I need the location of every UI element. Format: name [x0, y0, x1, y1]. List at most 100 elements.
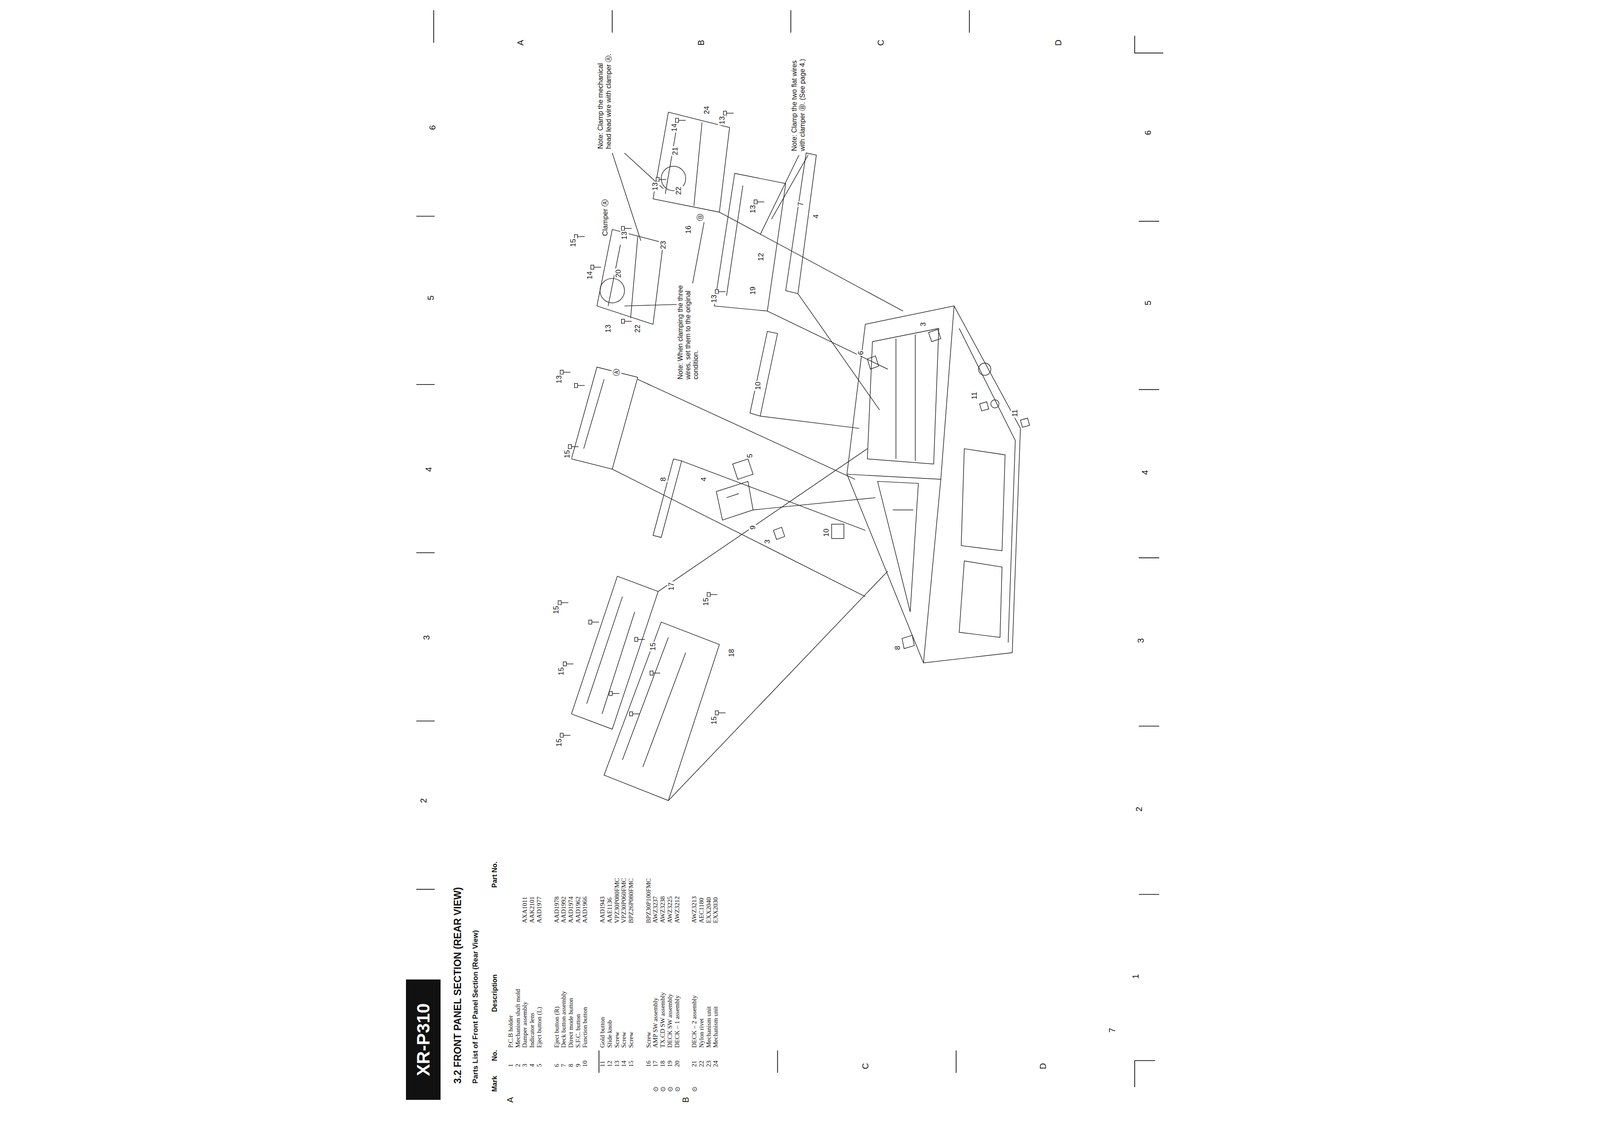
column-header: No.: [490, 1050, 499, 1062]
callout-number: 13: [748, 204, 758, 215]
model-badge: XR-P310: [405, 979, 441, 1101]
grid-reference: 2: [418, 798, 429, 804]
part-code: AAD1974: [567, 896, 575, 924]
part-code: VPZ30P060FMC: [620, 878, 628, 924]
part-number-index: 3: [521, 1064, 529, 1068]
part-description: Screw: [613, 1031, 621, 1049]
callout-number: 15: [554, 738, 564, 748]
part-code: BPZ26P080FMC: [627, 878, 635, 924]
part-number-index: 24: [712, 1060, 720, 1068]
mark-symbol: ⊙: [651, 1086, 660, 1092]
part-code: AAD1978: [553, 896, 561, 924]
part-number-index: 13: [613, 1060, 621, 1068]
callout-number: 15: [648, 642, 658, 652]
grid-reference: 6: [1143, 130, 1154, 135]
callout-number: 15: [551, 605, 561, 616]
part-number-index: 2: [514, 1064, 522, 1068]
part-number-index: 11: [598, 1061, 607, 1068]
callout-number: 15: [709, 715, 719, 726]
grid-reference: 4: [1139, 470, 1150, 475]
part-code: EXX2030: [712, 897, 720, 924]
part-description: Mechanism shaft mold: [514, 989, 522, 1048]
column-header: Mark: [490, 1075, 499, 1092]
part-number-index: 7: [560, 1064, 568, 1068]
grid-reference: 3: [421, 635, 432, 640]
callout-number: 19: [748, 286, 758, 296]
grid-reference: D: [1037, 1063, 1048, 1070]
part-code: AAK2101: [528, 896, 536, 924]
mark-symbol: ⊙: [659, 1086, 667, 1092]
callout-number: 15: [563, 449, 572, 459]
screws: [557, 110, 765, 738]
part-number-index: 9: [574, 1064, 582, 1068]
grid-reference: 2: [1133, 806, 1144, 812]
part-code: AWZ3238: [659, 896, 667, 924]
grid-reference: 6: [427, 125, 438, 130]
part-description: AMP SW assembly: [651, 997, 660, 1049]
part-code: AWZ3225: [666, 896, 674, 924]
part-number-index: 5: [535, 1064, 544, 1068]
part-code: VPZ30P080FMC: [613, 878, 621, 924]
assembly-note: Note: When clamping the three wires, set…: [676, 283, 700, 380]
part-number-index: 6: [553, 1064, 561, 1068]
callout-number: 4: [811, 213, 821, 219]
section-title: 3.2 FRONT PANEL SECTION (REAR VIEW): [452, 887, 464, 1084]
callout-number: 4: [699, 476, 709, 483]
callout-number: 13: [620, 230, 629, 241]
callout-number: 13: [709, 294, 719, 304]
part-number-index: 12: [606, 1060, 614, 1068]
callout-number: Ⓐ: [611, 367, 622, 377]
part-code: BPZ30P100FMC: [645, 878, 653, 924]
part-description: P.C.B holder: [507, 1015, 515, 1049]
part-code: AAD1966: [581, 896, 589, 924]
part-description: Screw: [620, 1031, 628, 1049]
grid-reference: D: [1053, 39, 1063, 46]
callout-number: 14: [670, 122, 679, 133]
callout-number: 11: [970, 391, 979, 401]
callout-number: 17: [667, 581, 676, 592]
part-description: Indicator lens: [528, 1013, 536, 1049]
assembly-note: Note: Clamp the two flat wires with clam…: [790, 55, 808, 152]
part-description: Damper assembly: [521, 1001, 529, 1049]
part-description: S.F.C. button: [574, 1014, 582, 1049]
part-description: DECK SW assembly: [666, 993, 674, 1048]
callout-number: 8: [659, 476, 668, 483]
part-code: AAD1977: [535, 896, 544, 924]
callout-number: Ⓑ: [694, 213, 705, 222]
part-number-index: 21: [690, 1060, 698, 1068]
list-subtitle: Parts List of Front Panel Section (Rear …: [471, 930, 480, 1084]
part-description: Gold button: [598, 1017, 607, 1049]
part-code: AWZ3213: [690, 896, 698, 924]
callout-number: 22: [633, 323, 643, 334]
callout-number: 24: [702, 105, 712, 116]
callout-number: 21: [671, 145, 680, 156]
part-description: Direct mode button: [567, 998, 575, 1049]
part-code: AAD1962: [574, 896, 582, 924]
part-number-index: 16: [645, 1060, 653, 1068]
grid-reference: 4: [423, 467, 434, 472]
part-number-index: 8: [567, 1064, 575, 1068]
callout-number: 10: [753, 380, 763, 391]
part-description: Function button: [581, 1007, 589, 1048]
part-description: Deck button assembly: [560, 991, 568, 1049]
grid-reference: A: [515, 40, 526, 46]
grid-reference: 7: [1107, 1028, 1118, 1034]
callout-number: 6: [856, 350, 866, 356]
part-number-index: 23: [705, 1060, 713, 1068]
part-number-index: 19: [666, 1060, 674, 1068]
part-code: AAD1992: [560, 896, 568, 924]
callout-number: 23: [659, 239, 668, 250]
parts-drawing: [571, 112, 1030, 801]
callout-number: 20: [614, 268, 623, 279]
grid-reference: C: [860, 1063, 871, 1070]
part-number-index: 22: [697, 1060, 706, 1068]
part-code: AWZ3212: [673, 896, 681, 924]
callout-number: 13: [718, 115, 727, 126]
part-code: AEC1180: [697, 898, 706, 924]
part-description: TX.CD SW assembly: [659, 992, 667, 1049]
part-number-index: 4: [528, 1064, 536, 1068]
column-header: Description: [490, 974, 499, 1013]
part-code: AWZ3237: [651, 896, 660, 924]
part-number-index: 17: [651, 1060, 660, 1068]
